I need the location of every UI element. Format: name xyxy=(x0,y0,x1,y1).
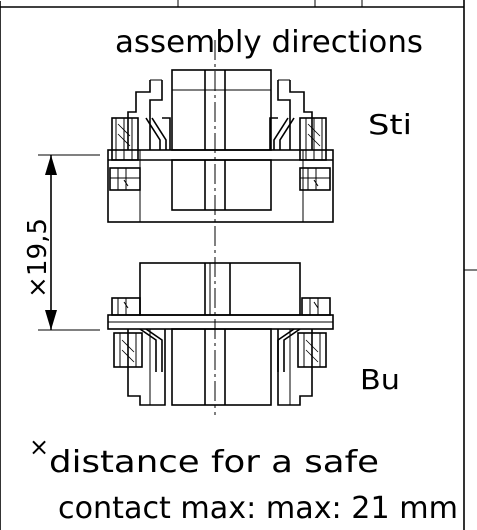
footnote-line-2: contact max: max: 21 mm xyxy=(58,491,458,526)
footnote-mark: × xyxy=(29,433,49,461)
top-connector xyxy=(107,69,334,223)
label-bu: Bu xyxy=(360,363,400,396)
dimension-line xyxy=(38,154,100,331)
footnote-line-1: distance for a safe xyxy=(49,445,379,480)
label-sti: Sti xyxy=(368,108,412,141)
bottom-connector xyxy=(107,262,334,406)
drawing-title: assembly directions xyxy=(115,25,423,60)
dimension-label: ×19,5 xyxy=(23,218,53,298)
